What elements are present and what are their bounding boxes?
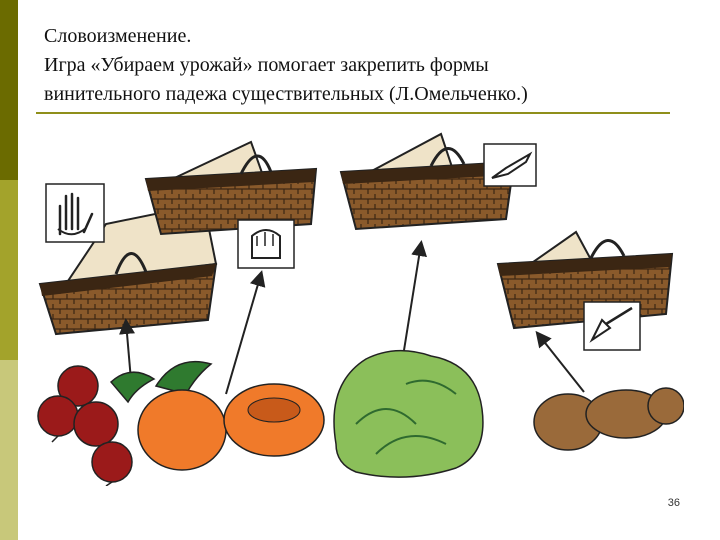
tomatoes <box>137 383 325 471</box>
basket-3 <box>339 132 516 231</box>
harvest-game-illustration <box>37 132 684 486</box>
beets <box>37 360 213 486</box>
lettuce <box>333 349 484 478</box>
title-line-2: Игра «Убираем урожай» помогает закрепить… <box>44 54 489 76</box>
shovel-icon <box>583 301 641 351</box>
title-line-3: винительного падежа существительных (Л.О… <box>44 83 528 105</box>
slide-title: Словоизменение. Игра «Убираем урожай» по… <box>44 22 684 109</box>
fist-icon <box>237 219 295 269</box>
sidebar-segment-bottom <box>0 360 18 540</box>
sidebar-segment-middle <box>0 180 18 360</box>
sidebar-segment-top <box>0 0 18 180</box>
title-divider <box>36 112 670 114</box>
basket-2 <box>144 140 318 236</box>
hand-icon <box>45 183 105 243</box>
title-line-1: Словоизменение. <box>44 25 192 47</box>
sidebar-accent <box>0 0 18 540</box>
potatoes <box>533 387 684 451</box>
knife-icon <box>483 143 537 187</box>
page-number: 36 <box>667 497 680 509</box>
